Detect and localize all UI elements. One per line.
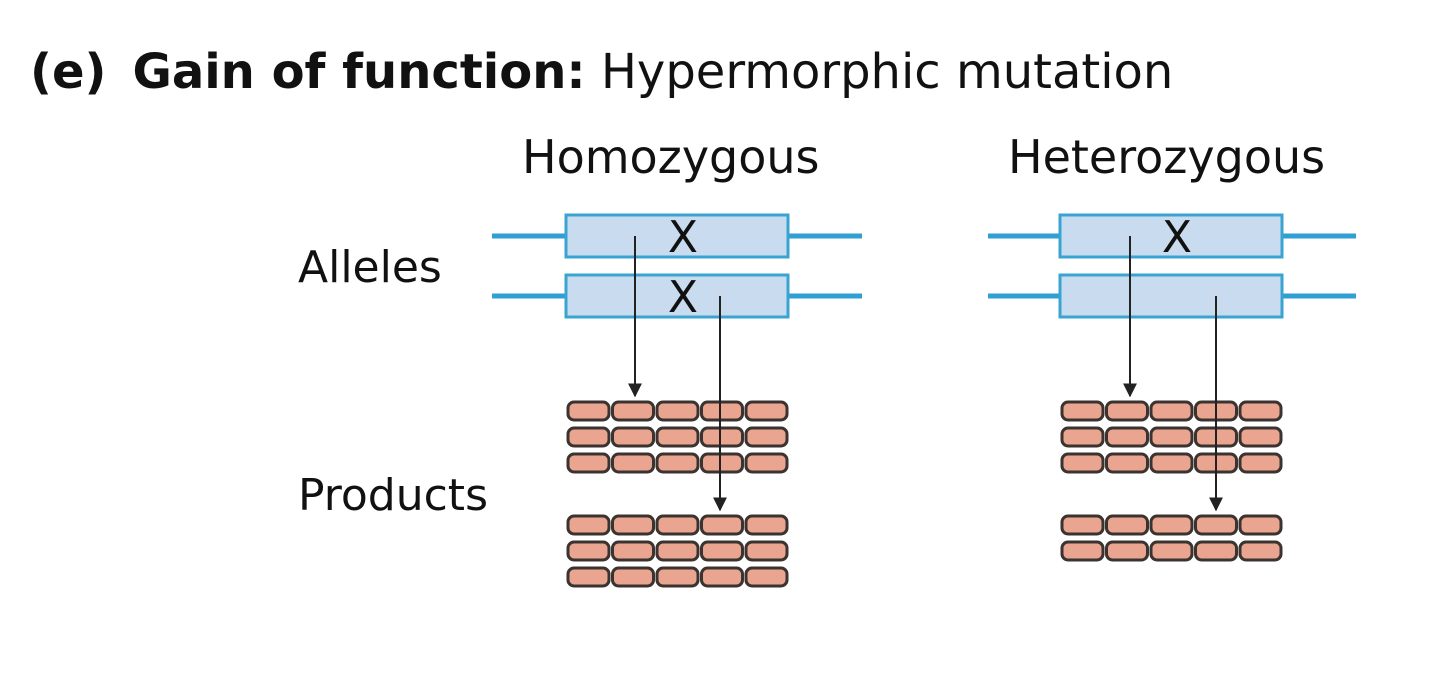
gene-product-brick: [566, 566, 611, 588]
gene-product-brick: [1149, 452, 1194, 474]
allele-gene-box: [564, 213, 790, 259]
gene-product-brick: [611, 566, 655, 588]
mutation-mark: X: [1162, 212, 1192, 263]
title-bold-text: Gain of function:: [132, 44, 586, 100]
gene-product-brick: [700, 540, 744, 562]
gene-product-brick: [700, 426, 744, 448]
gene-product-brick: [1238, 514, 1283, 536]
allele-gene-box: [564, 273, 790, 319]
gene-product-brick: [1238, 540, 1283, 562]
gene-product-brick: [1105, 426, 1149, 448]
gene-product-brick: [1238, 400, 1283, 422]
gene-product-brick: [611, 400, 655, 422]
gene-product-brick: [566, 514, 611, 536]
gene-product-brick: [1238, 452, 1283, 474]
gene-product-brick: [1194, 514, 1238, 536]
gene-product-brick: [1105, 452, 1149, 474]
gene-product-brick: [566, 426, 611, 448]
gene-product-brick: [1060, 400, 1105, 422]
gene-product-brick: [655, 426, 700, 448]
gene-product-brick: [611, 452, 655, 474]
mutation-mark: X: [668, 212, 698, 263]
gene-product-brick: [744, 540, 789, 562]
gene-product-brick: [611, 426, 655, 448]
gene-product-brick: [744, 566, 789, 588]
mutation-mark: X: [668, 272, 698, 323]
gene-product-brick: [1238, 426, 1283, 448]
gene-product-brick: [700, 400, 744, 422]
gene-product-brick: [1149, 540, 1194, 562]
panel-letter: (e): [30, 44, 107, 100]
gene-product-brick: [700, 452, 744, 474]
gene-product-brick: [700, 566, 744, 588]
gene-product-brick: [1194, 540, 1238, 562]
gene-product-brick: [655, 566, 700, 588]
gene-product-brick: [744, 426, 789, 448]
gene-product-brick: [1060, 426, 1105, 448]
gene-product-brick: [1105, 540, 1149, 562]
gene-product-brick: [611, 514, 655, 536]
gene-product-brick: [744, 400, 789, 422]
homozygous-label: Homozygous: [522, 130, 820, 184]
gene-product-brick: [566, 540, 611, 562]
gene-product-brick: [1149, 400, 1194, 422]
gene-product-brick: [1060, 514, 1105, 536]
gene-product-brick: [1105, 514, 1149, 536]
gene-product-brick: [1149, 514, 1194, 536]
gene-product-brick: [566, 452, 611, 474]
gene-product-brick: [1060, 452, 1105, 474]
gene-product-brick: [611, 540, 655, 562]
gene-product-brick: [655, 452, 700, 474]
products-label: Products: [298, 470, 488, 521]
allele-gene-box: [1058, 213, 1284, 259]
gene-product-brick: [1060, 540, 1105, 562]
gene-product-brick: [566, 400, 611, 422]
gene-product-brick: [744, 514, 789, 536]
gene-product-brick: [700, 514, 744, 536]
allele-gene-box: [1058, 273, 1284, 319]
figure-title: (e) Gain of function: Hypermorphic mutati…: [30, 44, 1173, 100]
heterozygous-label: Heterozygous: [1008, 130, 1326, 184]
gene-product-brick: [1105, 400, 1149, 422]
gene-product-brick: [655, 540, 700, 562]
gene-product-brick: [744, 452, 789, 474]
gene-product-brick: [655, 400, 700, 422]
title-rest-text: Hypermorphic mutation: [600, 44, 1174, 100]
gene-product-brick: [1149, 426, 1194, 448]
alleles-label: Alleles: [298, 242, 442, 293]
gene-product-brick: [655, 514, 700, 536]
